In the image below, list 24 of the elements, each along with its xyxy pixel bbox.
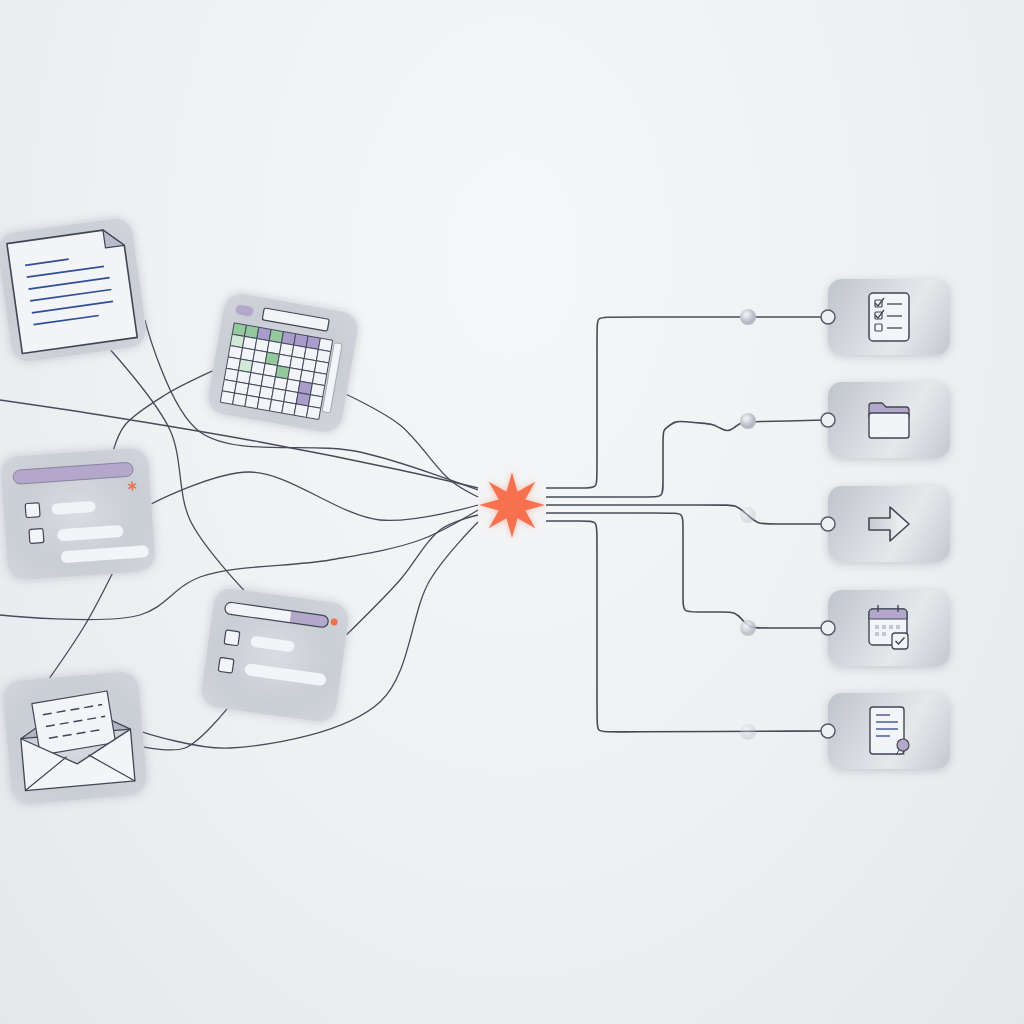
curved-connector (112, 370, 214, 450)
curved-connector (143, 708, 228, 751)
connector-line (545, 512, 836, 636)
curved-connector (110, 349, 245, 591)
curved-connector (0, 399, 479, 489)
form-card (0, 447, 157, 581)
icon-tile (828, 693, 950, 769)
connector-line (545, 520, 836, 739)
curved-connector (345, 393, 479, 498)
curved-connector (150, 471, 479, 522)
curved-connector (49, 573, 113, 679)
icon-tile (828, 279, 950, 355)
connector-line (545, 504, 836, 532)
envelope-card (1, 670, 149, 806)
starburst (478, 471, 546, 539)
curved-connector (142, 521, 479, 749)
connector-line (545, 412, 836, 498)
icon-tile (828, 590, 950, 666)
connector-line (545, 309, 836, 489)
icon-tile (828, 382, 950, 458)
icon-tile (828, 486, 950, 562)
curved-connector (345, 514, 479, 636)
curved-connector (144, 319, 479, 491)
curved-connector (0, 509, 479, 621)
